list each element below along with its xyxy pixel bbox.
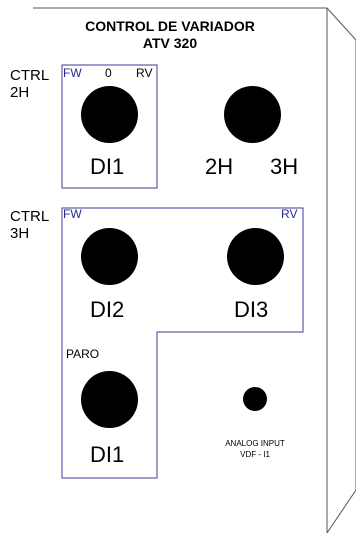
ctrl3h-di3-label: DI3 [234,297,269,322]
ctrl3h-label-line2: 3H [10,225,30,242]
panel-title: CONTROL DE VARIADOR ATV 320 [60,18,280,52]
ctrl3h-di1-label: DI1 [90,442,125,467]
ctrl2h-box [61,64,158,189]
ctrl2h-di1-label: DI1 [90,154,125,179]
analog-input-line1: ANALOG INPUT [225,439,285,448]
ctrl3h-paro-label: PARO [66,347,100,361]
ctrl2h-zero-label: 0 [105,66,112,80]
di3-reverse-button[interactable] [227,228,284,285]
di2-forward-button[interactable] [81,228,138,285]
ctrl2h-fw-label: FW [63,66,82,80]
ctrl3h-label: CTRL 3H [10,208,49,242]
ctrl3h-fw-label: FW [63,207,82,221]
mode-2h-label: 2H [205,154,234,179]
di1-selector-knob[interactable] [81,86,138,143]
ctrl2h-label: CTRL 2H [10,67,49,101]
ctrl3h-box [61,207,304,479]
mode-2h-3h-selector-knob[interactable] [224,86,281,143]
ctrl3h-label-line1: CTRL [10,208,50,225]
panel-outline [33,7,356,533]
analog-input-label: ANALOG INPUT VDF - I1 [205,438,305,460]
ctrl3h-di2-label: DI2 [90,297,125,322]
analog-input-line2: VDF - I1 [240,450,270,459]
ctrl3h-rv-label: RV [281,207,298,221]
analog-input-knob[interactable] [243,387,267,411]
panel-title-line2: ATV 320 [142,35,198,51]
ctrl2h-rv-label: RV [136,66,153,80]
ctrl2h-label-line2: 2H [10,84,30,101]
panel-title-line1: CONTROL DE VARIADOR [85,18,255,34]
di1-stop-button[interactable] [81,371,138,428]
mode-3h-label: 3H [270,154,299,179]
ctrl2h-label-line1: CTRL [10,67,50,84]
